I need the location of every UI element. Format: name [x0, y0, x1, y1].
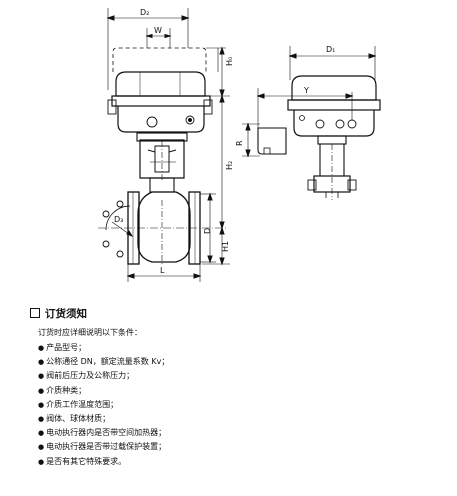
- bullet-icon: ●: [38, 443, 45, 452]
- dim-label-h0: H₀: [225, 57, 234, 66]
- list-item: ●介质工作温度范围；: [38, 399, 119, 409]
- list-item: ●电动执行器内是否带空间加热器；: [38, 428, 167, 438]
- checkbox-square-icon: [30, 308, 40, 318]
- bullet-icon: ●: [38, 415, 45, 424]
- side-view: [242, 46, 381, 200]
- order-notes-title: 订货须知: [45, 307, 87, 320]
- dim-label-h1: H1: [221, 241, 230, 252]
- dim-label-w: W: [154, 26, 162, 35]
- list-item: ●产品型号；: [38, 343, 87, 352]
- list-item: ●是否有其它特殊要求。: [38, 456, 127, 466]
- bullet-icon: ●: [38, 358, 45, 367]
- bullet-icon: ●: [38, 372, 45, 381]
- order-notes: 订货须知 订货时应详细说明以下条件： ●产品型号； ●公称通径 DN，额定流量系…: [30, 305, 430, 469]
- dim-label-l: L: [160, 266, 165, 275]
- dim-label-d: D: [203, 228, 212, 234]
- bullet-icon: ●: [38, 457, 45, 466]
- order-notes-heading: 订货须知: [30, 305, 430, 321]
- list-item: ●公称通径 DN，额定流量系数 Kv；: [38, 357, 170, 367]
- list-item: ●电动执行器是否带过载保护装置；: [38, 442, 167, 452]
- dim-label-d1: D₁: [326, 45, 335, 54]
- bullet-icon: ●: [38, 386, 45, 395]
- list-item: ●阀体、球体材质；: [38, 414, 111, 424]
- bullet-icon: ●: [38, 429, 45, 438]
- order-notes-intro: 订货时应详细说明以下条件：: [38, 328, 142, 337]
- front-view: [98, 8, 230, 282]
- dim-label-r: R: [235, 140, 244, 146]
- dim-label-h2: H₂: [225, 161, 234, 170]
- dim-label-d2: D₂: [140, 8, 149, 17]
- list-item: ●介质种类；: [38, 385, 87, 395]
- list-item: ●阀前后压力及公称压力；: [38, 371, 135, 381]
- bullet-icon: ●: [38, 344, 45, 352]
- dim-label-y: Y: [303, 86, 309, 95]
- order-notes-list: ●产品型号； ●公称通径 DN，额定流量系数 Kv； ●阀前后压力及公称压力； …: [30, 341, 430, 469]
- valve-technical-drawing: D₂ W H₀ H₂ D H1 D₃ L D₁ Y R: [98, 8, 381, 282]
- bullet-icon: ●: [38, 400, 45, 409]
- dim-label-d3: D₃: [114, 215, 123, 224]
